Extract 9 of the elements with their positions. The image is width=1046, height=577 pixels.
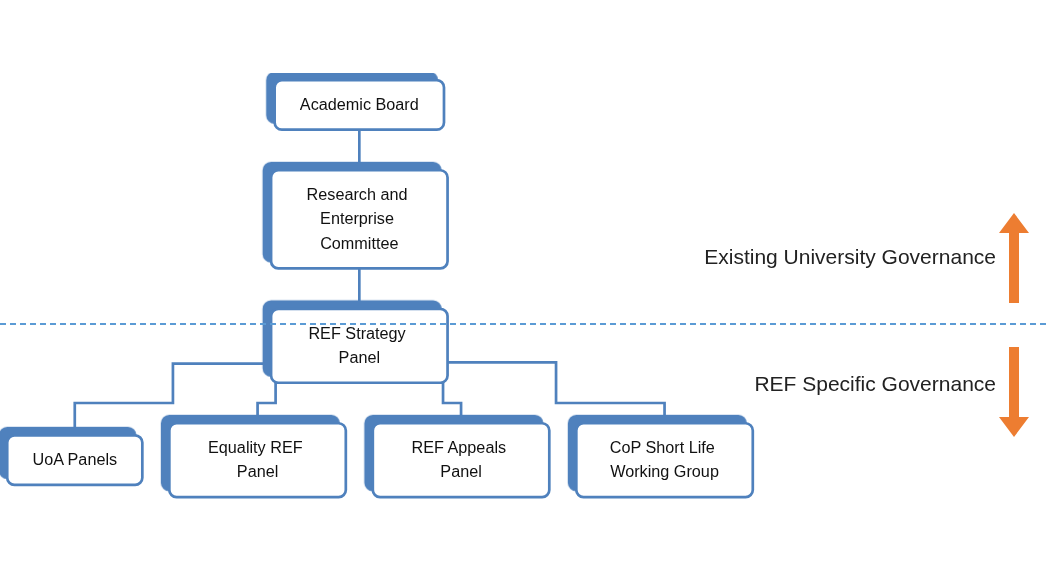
governance-label: Existing University Governance [704,245,996,269]
node-box: REF Appeals Panel [371,421,551,499]
node-box: Academic Board [273,78,446,131]
node-box: REF Strategy Panel [269,307,449,384]
node-box: Equality REF Panel [168,421,348,499]
governance-label: REF Specific Governance [754,372,996,396]
node-box: Research and Enterprise Committee [269,168,449,270]
node-box: CoP Short Life Working Group [574,421,755,499]
node-box: UoA Panels [5,433,144,487]
